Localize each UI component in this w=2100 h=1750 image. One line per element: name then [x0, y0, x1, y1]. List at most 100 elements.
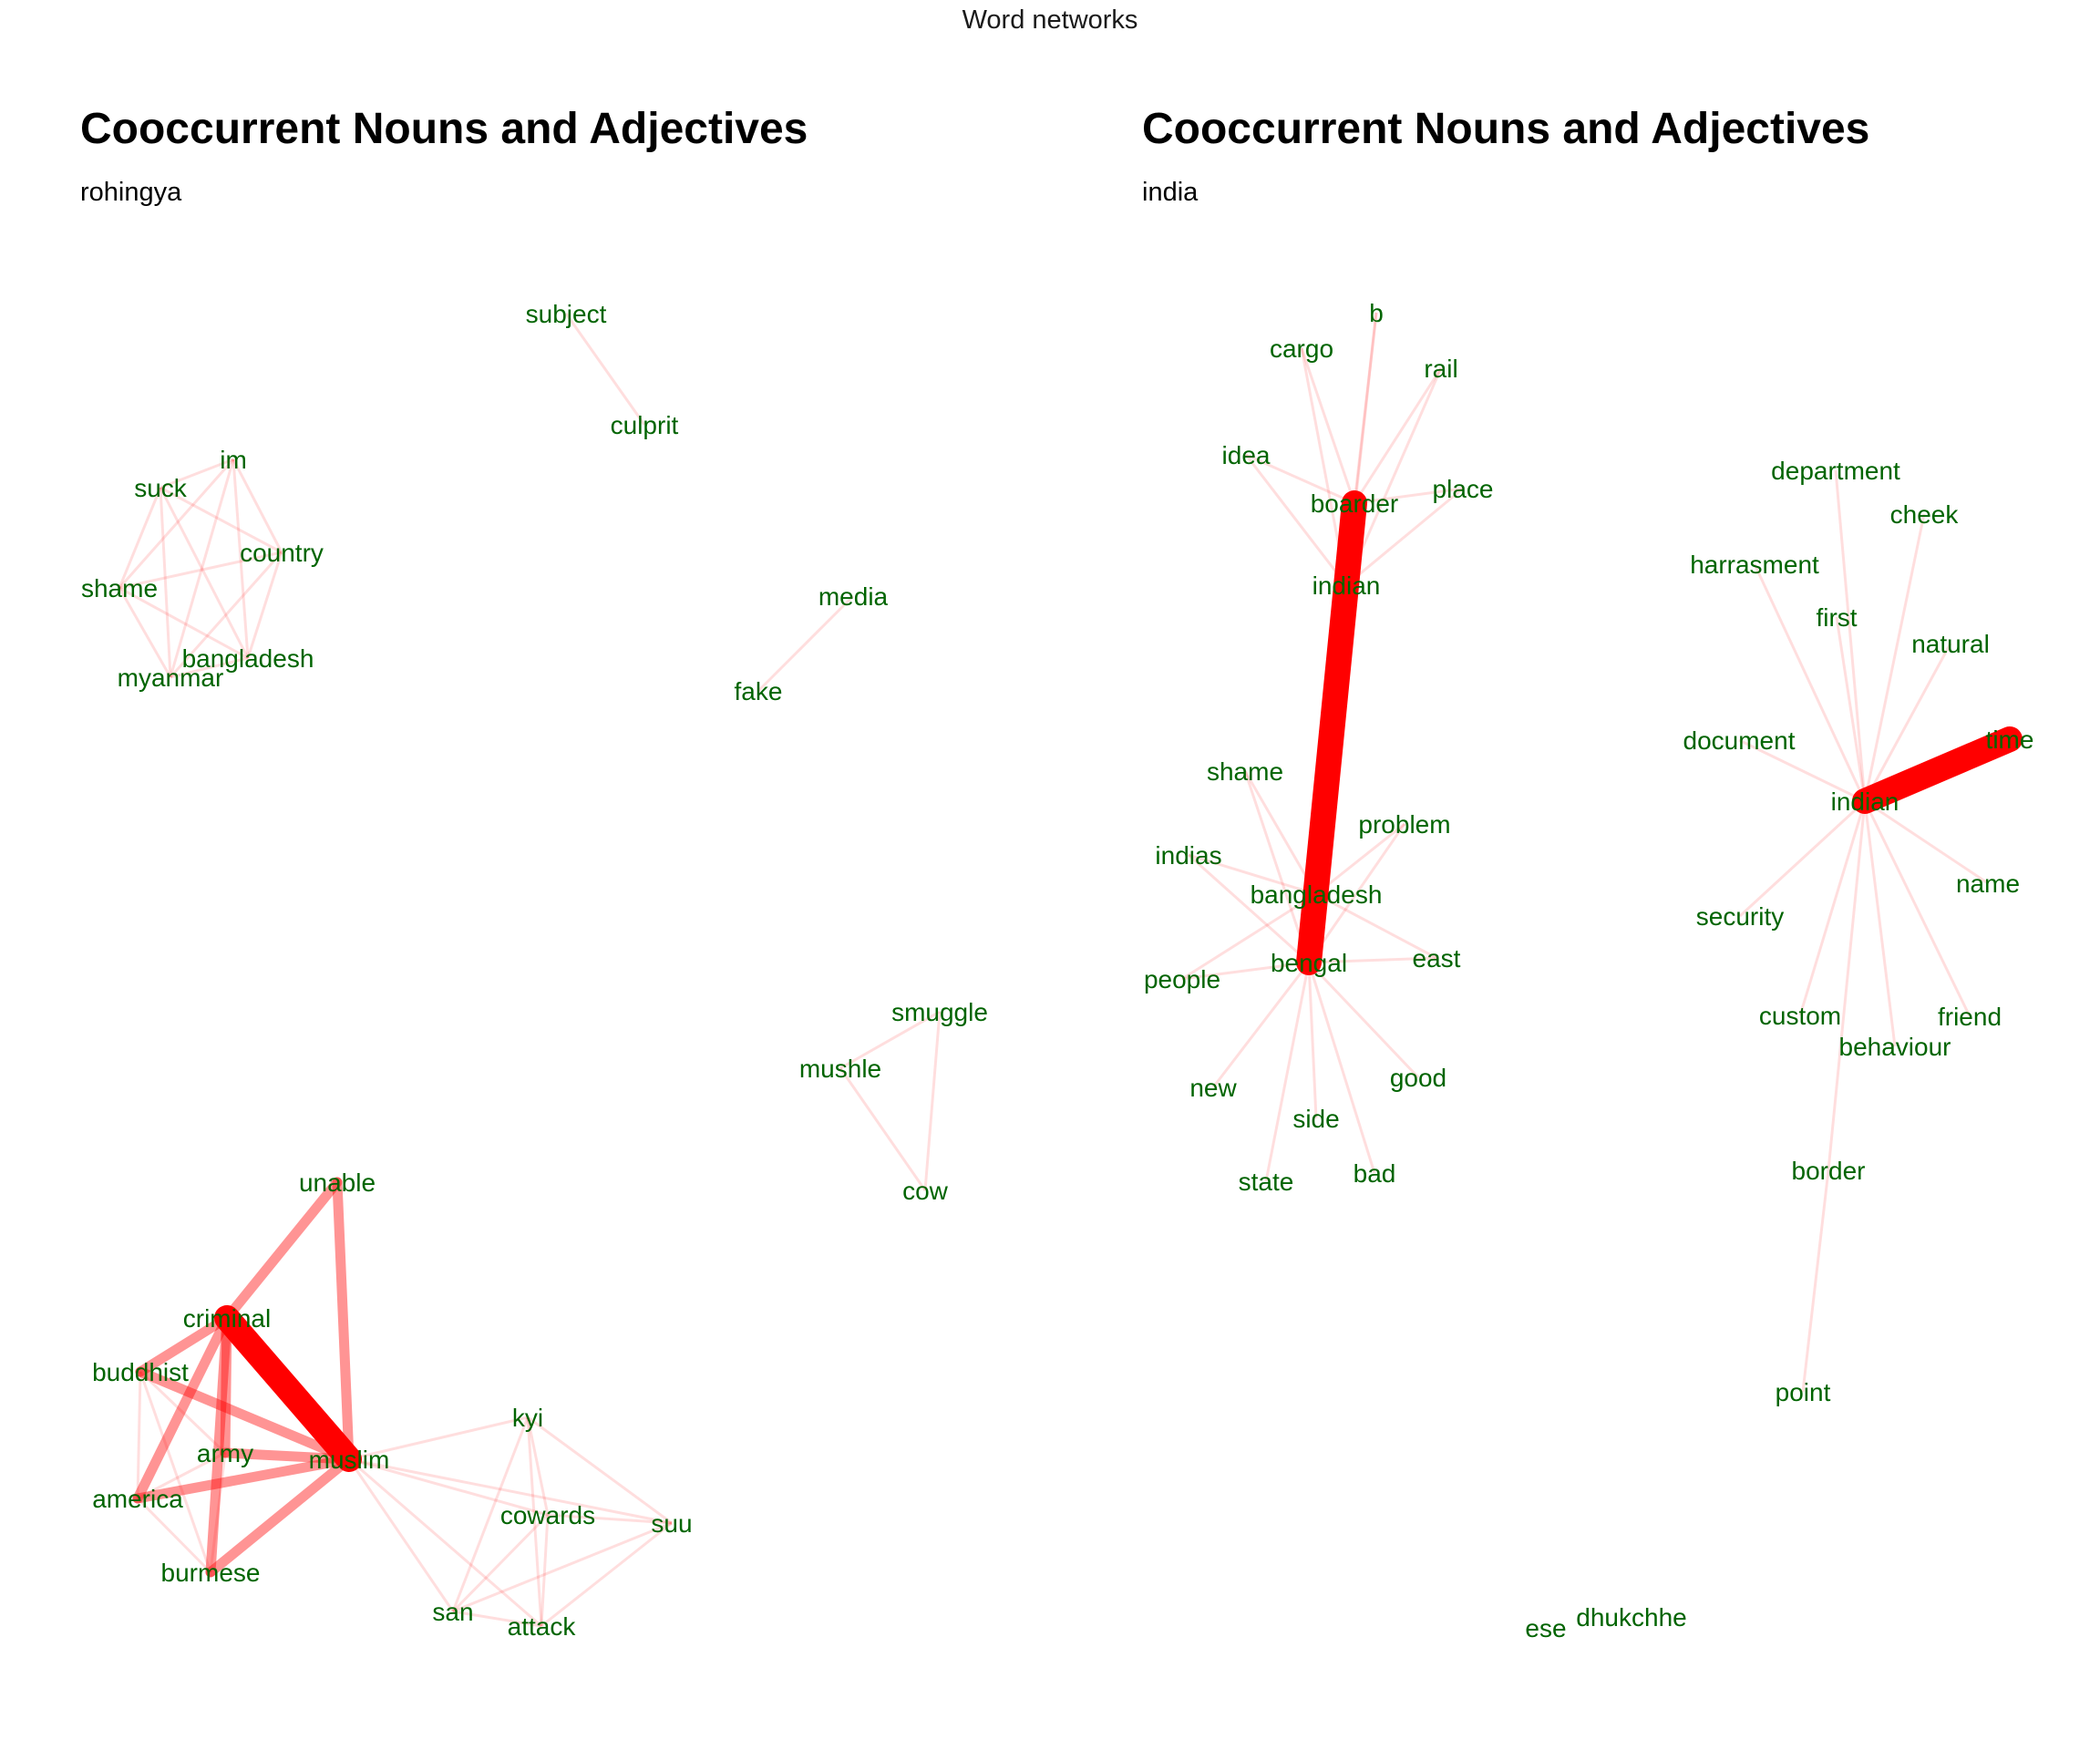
node-label-point: point [1776, 1378, 1831, 1406]
edge-boarder-rail [1353, 367, 1443, 504]
edge-shame-bangladesh [118, 586, 249, 660]
edge-country-shame [118, 551, 283, 590]
edge-buddhist-army [139, 1370, 227, 1455]
node-label-natural: natural [1911, 630, 1990, 658]
node-label-smuggle: smuggle [891, 998, 988, 1026]
node-label-myanmar: myanmar [118, 664, 224, 692]
edge-san-suu [452, 1521, 673, 1613]
edge-kyi-suu [527, 1415, 673, 1525]
node-label-border: border [1792, 1157, 1866, 1185]
edge-criminal-unable [221, 1177, 343, 1323]
node-label-place: place [1433, 475, 1494, 503]
edge-muslim-san [347, 1458, 455, 1612]
edge-bengal-problem [1307, 823, 1406, 963]
edge-kyi-attack [526, 1416, 543, 1627]
edge-im-country [232, 458, 283, 553]
edge-indian2-document [1738, 738, 1866, 803]
edge-suck-bangladesh [159, 487, 250, 659]
node-label-cargo: cargo [1270, 335, 1333, 363]
edge-criminal-muslim [214, 1305, 362, 1472]
edge-attack-suu [540, 1521, 673, 1628]
node-label-good: good [1390, 1064, 1446, 1092]
node-label-ese: ese [1525, 1614, 1566, 1642]
edge-media-fake [757, 594, 855, 693]
node-label-first: first [1816, 603, 1857, 632]
edge-suck-country [160, 486, 283, 554]
node-label-time: time [1986, 726, 2034, 754]
node-label-bangladesh: bangladesh [1251, 880, 1383, 909]
edge-country-myanmar [169, 551, 283, 678]
edge-bengal-side [1307, 962, 1318, 1119]
edge-im-myanmar [169, 458, 235, 678]
edge-bengal-bad [1307, 962, 1376, 1174]
edge-boarder-cargo [1300, 347, 1356, 504]
edge-boarder-bengal [1296, 490, 1367, 975]
edge-indian2-time [1852, 726, 2023, 814]
edge-america-burmese [136, 1497, 212, 1574]
edge-buddhist-burmese [139, 1371, 212, 1573]
node-label-culprit: culprit [611, 411, 679, 439]
label-layer: subjectculpritimsuckcountryshamebanglade… [81, 299, 2033, 1642]
edge-cowards-suu [547, 1513, 673, 1525]
panel-subtitle-right: india [1142, 178, 1199, 207]
edge-bangladesh-east [1315, 892, 1437, 960]
panel-subtitle-left: rohingya [80, 178, 182, 207]
node-label-boarder: boarder [1311, 489, 1399, 518]
node-label-muslim: muslim [309, 1446, 390, 1474]
node-label-bengal: bengal [1271, 949, 1347, 977]
node-label-subject: subject [526, 300, 607, 328]
edge-america-muslim [132, 1454, 355, 1504]
edge-buddhist-america [136, 1371, 142, 1499]
node-label-b: b [1369, 299, 1384, 327]
node-label-media: media [818, 582, 889, 611]
edge-buddhist-muslim [135, 1366, 355, 1465]
node-label-country: country [240, 539, 324, 567]
edge-burmese-muslim [205, 1454, 355, 1578]
node-label-cheek: cheek [1890, 500, 1960, 529]
edge-bangladesh-shame [1243, 770, 1318, 895]
edge-boarder-idea [1245, 453, 1355, 505]
node-label-cow: cow [902, 1177, 949, 1205]
edge-bengal-new [1211, 962, 1311, 1088]
edge-muslim-kyi [348, 1415, 529, 1461]
edge-muslim-cowards [348, 1457, 549, 1517]
edge-kyi-san [451, 1416, 530, 1612]
edge-san-attack [452, 1610, 542, 1628]
panel-title-right: Cooccurrent Nouns and Adjectives [1142, 105, 1870, 153]
node-label-indias: indias [1155, 841, 1221, 870]
node-label-security: security [1696, 902, 1784, 931]
node-label-east: east [1413, 944, 1461, 973]
edge-indian1-place [1345, 487, 1464, 587]
node-label-indian2: indian [1831, 788, 1899, 816]
edge-army-burmese [209, 1452, 227, 1573]
node-label-criminal: criminal [183, 1304, 271, 1333]
edge-bengal-people [1181, 961, 1310, 981]
edge-im-bangladesh [232, 458, 250, 659]
edge-bangladesh-indias [1188, 853, 1317, 896]
edge-suck-shame [118, 487, 162, 589]
node-label-burmese: burmese [161, 1559, 261, 1587]
edge-layer [118, 312, 2023, 1628]
node-label-bad: bad [1354, 1159, 1396, 1188]
edge-indian2-friend [1863, 800, 1971, 1017]
edge-unable-muslim [332, 1177, 355, 1465]
node-label-suu: suu [651, 1509, 692, 1538]
node-label-behaviour: behaviour [1839, 1033, 1951, 1061]
edge-bengal-shame [1243, 770, 1311, 963]
edge-muslim-suu [348, 1457, 673, 1525]
edge-bangladesh-problem [1315, 822, 1405, 896]
edge-smuggle-cow [923, 1011, 942, 1191]
edge-im-suck [160, 458, 234, 489]
node-label-new: new [1189, 1074, 1237, 1102]
node-label-attack: attack [508, 1612, 577, 1641]
edge-bengal-indias [1188, 853, 1310, 964]
figure-title: Word networks [962, 5, 1138, 35]
edge-criminal-america [132, 1312, 232, 1504]
node-label-unable: unable [299, 1168, 376, 1197]
edge-shame-myanmar [118, 587, 172, 678]
node-label-idea: idea [1222, 441, 1271, 469]
node-label-indian1: indian [1312, 571, 1381, 600]
edge-country-bangladesh [246, 551, 283, 659]
node-label-bangladesh: bangladesh [182, 644, 314, 673]
edge-indian2-department [1834, 469, 1867, 802]
